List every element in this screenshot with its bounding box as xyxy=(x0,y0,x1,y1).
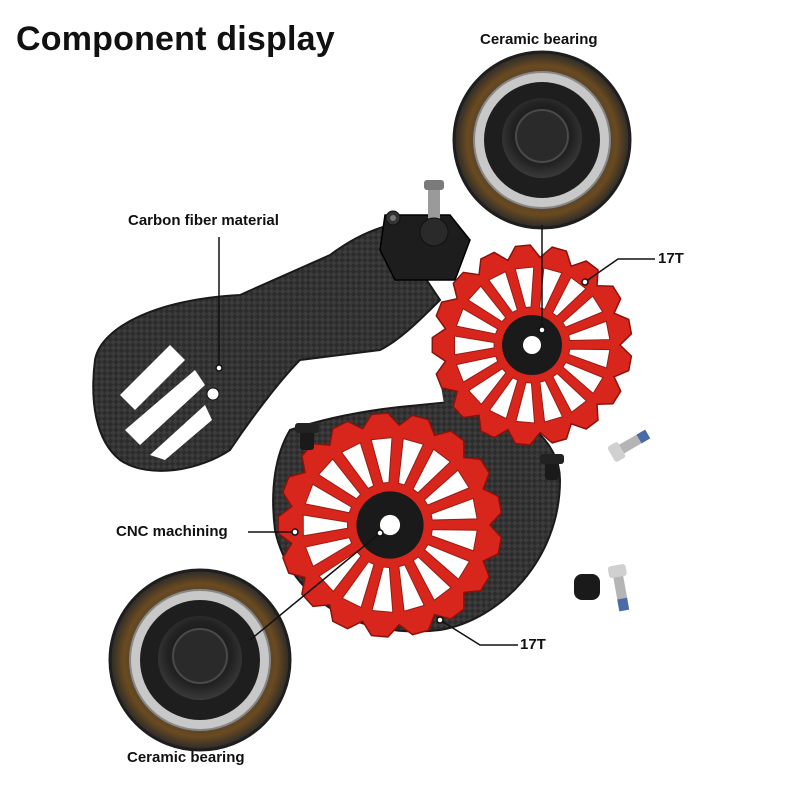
spoke-window xyxy=(397,438,425,486)
spoke-window xyxy=(317,458,362,500)
page-title: Component display xyxy=(16,20,335,58)
spoke-window xyxy=(304,537,353,568)
pulley-axle-hole xyxy=(379,514,401,536)
spoke-window xyxy=(341,561,375,609)
spoke-window xyxy=(455,355,499,383)
spoke-window xyxy=(488,377,519,420)
small-bolt-1 xyxy=(295,423,319,450)
mount-block xyxy=(379,180,471,281)
spoke-window xyxy=(552,372,588,413)
pulley-axle-hole xyxy=(523,336,541,354)
ceramic-bearing-bottom xyxy=(108,568,292,752)
spoke-window xyxy=(467,285,507,323)
spoke-window xyxy=(304,483,353,514)
spoke-window xyxy=(371,566,394,613)
spoke-window xyxy=(318,550,362,593)
spoke-window xyxy=(302,514,349,537)
spoke-window xyxy=(539,380,564,423)
spoke-window xyxy=(455,307,499,335)
label-teeth-bottom: 17T xyxy=(520,636,546,653)
spoke-window xyxy=(562,361,604,395)
label-ceramic-bearing-bottom: Ceramic bearing xyxy=(127,749,245,766)
spoke-window xyxy=(515,381,536,424)
callout-lines xyxy=(215,225,655,646)
label-carbon-fiber: Carbon fiber material xyxy=(128,212,279,229)
label-ceramic-bearing-top: Ceramic bearing xyxy=(480,31,598,48)
spoke-window xyxy=(467,368,507,406)
spoke-window xyxy=(370,437,393,484)
spoke-window xyxy=(514,266,535,309)
spoke-window xyxy=(430,497,478,521)
spoke-window xyxy=(398,564,425,612)
small-bolt-2 xyxy=(540,454,564,480)
spoke-window xyxy=(430,529,478,552)
upper-carbon-plate xyxy=(92,223,442,472)
spoke-window xyxy=(423,469,470,506)
spoke-window xyxy=(454,335,495,356)
spoke-window xyxy=(568,320,611,342)
spoke-window xyxy=(488,270,518,314)
label-teeth-top: 17T xyxy=(658,250,684,267)
spoke-window xyxy=(568,348,611,369)
spoke-window xyxy=(340,442,375,490)
screw-right-upper xyxy=(607,429,651,462)
spoke-window xyxy=(551,276,587,317)
spoke-window xyxy=(562,295,604,328)
screw-right-lower xyxy=(574,564,630,612)
spoke-window xyxy=(412,556,452,602)
label-cnc-machining: CNC machining xyxy=(116,523,228,540)
upper-pulley xyxy=(431,244,633,446)
spoke-window xyxy=(412,448,452,494)
spoke-window xyxy=(423,543,471,580)
ceramic-bearing-top xyxy=(452,50,632,230)
lower-pulley xyxy=(277,412,503,638)
